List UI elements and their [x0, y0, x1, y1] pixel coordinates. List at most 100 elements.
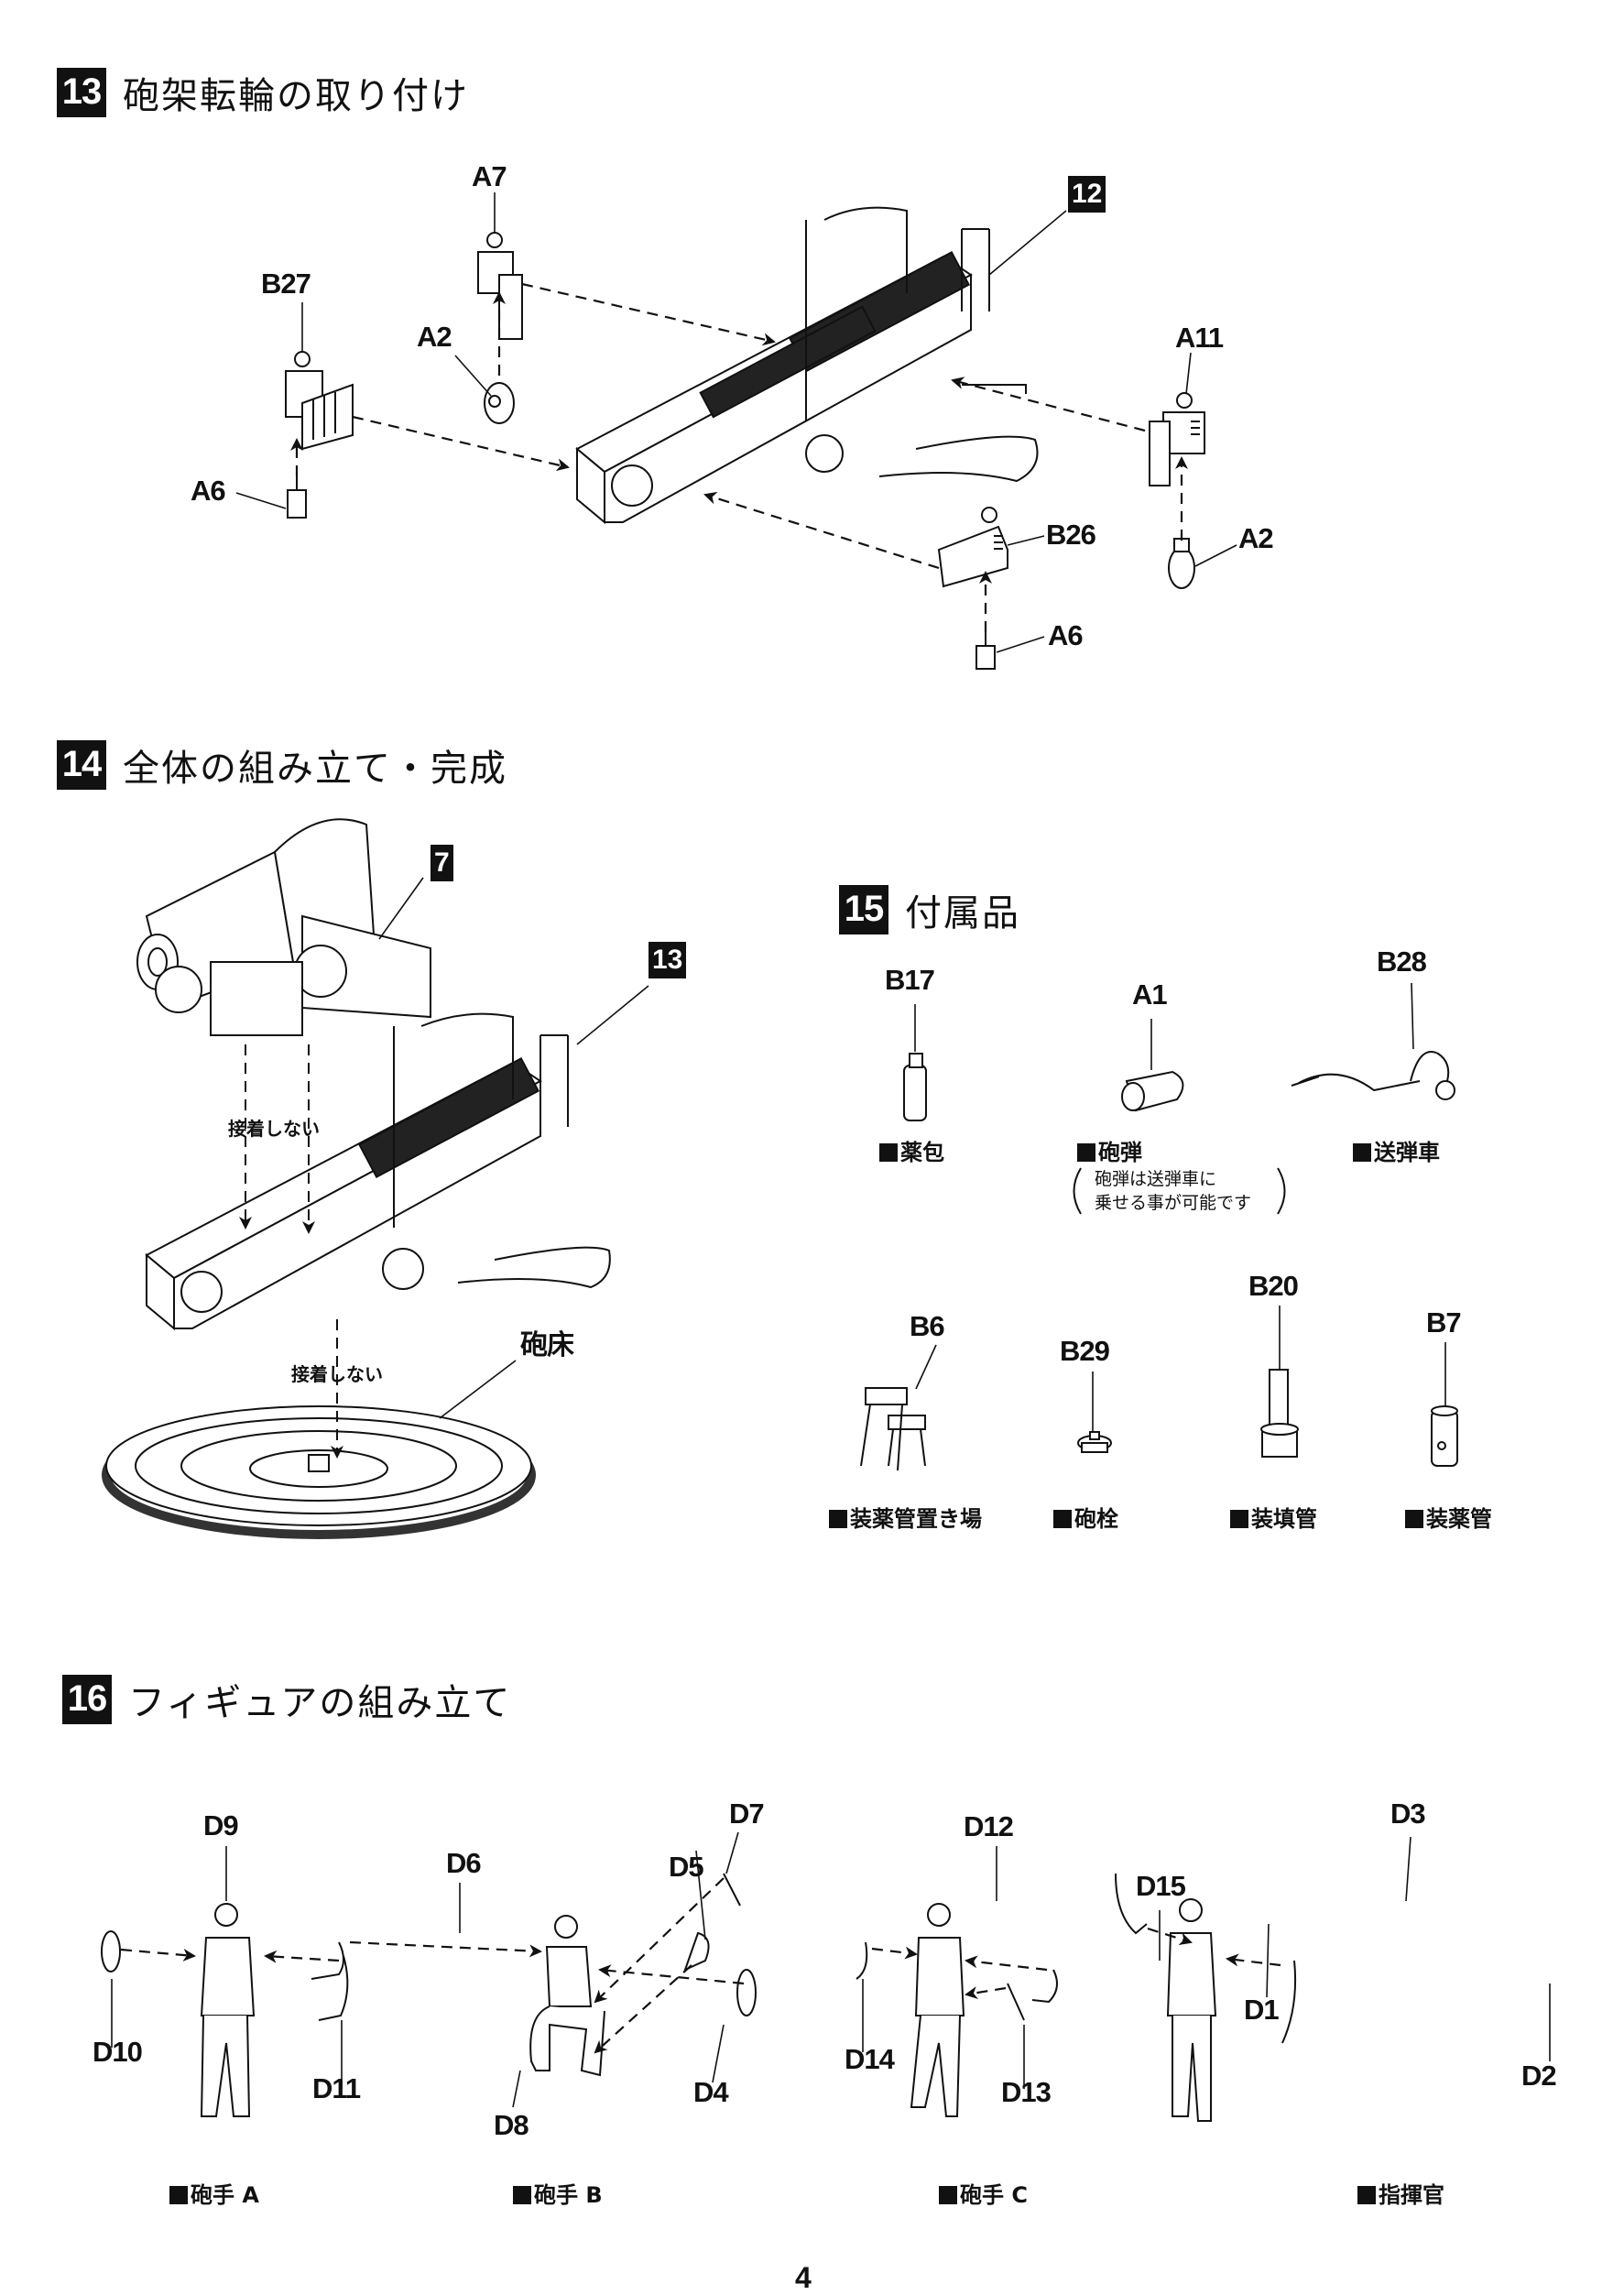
part-label: B7	[1426, 1306, 1462, 1339]
part-label: B28	[1377, 945, 1427, 978]
figure-caption: 砲手 C	[939, 2177, 1028, 2209]
step-number: 16	[62, 1675, 112, 1724]
step-title: フィギュアの組み立て	[128, 1682, 512, 1724]
part-label: A2	[417, 321, 452, 353]
part-label: D2	[1521, 2060, 1557, 2092]
figure-gunner-a-drawing	[101, 1903, 349, 2117]
turntable-platform-drawing	[102, 1405, 536, 1539]
part-a11-drawing	[1149, 392, 1205, 486]
caption-text: 砲手 B	[534, 2182, 603, 2208]
part-b28-drawing	[1291, 1051, 1455, 1100]
bullet-square-icon	[1353, 1143, 1371, 1162]
part-a6-left-drawing	[287, 476, 307, 519]
step-reference-badge: 7	[431, 845, 453, 881]
caption-text: 薬包	[900, 1140, 944, 1165]
accessory-caption: 装填管	[1230, 1501, 1317, 1533]
part-label: B29	[1060, 1335, 1110, 1367]
step-14-diagram	[102, 818, 649, 1539]
no-glue-note: 接着しない	[291, 1363, 383, 1385]
part-a2-wheel-left-drawing	[484, 382, 515, 424]
step-13-header: 13 砲架転輪の取り付け	[57, 66, 469, 119]
part-label: D8	[494, 2109, 529, 2141]
figure-caption: 砲手 A	[169, 2177, 259, 2209]
accessory-caption: 装薬管置き場	[829, 1501, 982, 1533]
caption-text: 装薬管	[1426, 1506, 1492, 1532]
gun-carriage-drawing	[575, 206, 1039, 525]
part-label: D13	[1001, 2076, 1052, 2108]
page-number: 4	[795, 2261, 812, 2294]
part-label: D6	[446, 1847, 482, 1879]
caption-text: 砲栓	[1074, 1506, 1118, 1532]
part-label: A2	[1238, 522, 1274, 554]
part-label: B6	[910, 1310, 945, 1342]
bullet-square-icon	[829, 1510, 847, 1528]
figure-gunner-b-drawing	[311, 1873, 757, 2077]
bullet-square-icon	[513, 2186, 531, 2204]
no-glue-note: 接着しない	[228, 1118, 320, 1140]
part-label: D5	[669, 1851, 704, 1883]
note-brackets	[1073, 1167, 1286, 1215]
part-label: A7	[472, 160, 507, 192]
figure-caption: 指揮官	[1357, 2177, 1444, 2209]
bullet-square-icon	[1405, 1510, 1423, 1528]
shell-note-line-1: 砲弾は送弾車に	[1095, 1169, 1217, 1189]
part-label: B20	[1248, 1270, 1299, 1302]
step-16-header: 16 フィギュアの組み立て	[62, 1673, 511, 1726]
part-label: D10	[93, 2036, 143, 2068]
part-label: D3	[1390, 1798, 1426, 1830]
part-label: D11	[312, 2072, 361, 2104]
part-a7-drawing	[477, 232, 523, 340]
step-13-diagram	[235, 192, 1237, 670]
part-label: A6	[191, 475, 226, 507]
part-label: B27	[261, 268, 311, 300]
part-label: D1	[1244, 1994, 1280, 2026]
part-label: A1	[1132, 978, 1168, 1011]
step-15-header: 15 付属品	[839, 883, 1020, 936]
bullet-square-icon	[1230, 1510, 1248, 1528]
step-reference-badge: 12	[1068, 176, 1106, 213]
bullet-square-icon	[1077, 1143, 1095, 1162]
caption-text: 指揮官	[1379, 2182, 1444, 2208]
part-b7-drawing	[1431, 1405, 1458, 1467]
figure-gunner-c-drawing	[856, 1903, 1058, 2117]
part-label: D7	[729, 1798, 765, 1830]
bullet-square-icon	[1357, 2186, 1376, 2204]
gun-assembly-drawing	[136, 818, 431, 1036]
caption-text: 装填管	[1251, 1506, 1317, 1532]
caption-text: 砲手 C	[960, 2182, 1028, 2208]
step-14-header: 14 全体の組み立て・完成	[57, 738, 507, 792]
part-b29-drawing	[1077, 1431, 1112, 1453]
caption-text: 砲手 A	[191, 2182, 259, 2208]
step-title: 砲架転輪の取り付け	[123, 75, 469, 117]
part-a1-drawing	[1121, 1070, 1184, 1112]
step-title: 全体の組み立て・完成	[123, 748, 507, 790]
step-reference-badge: 13	[649, 942, 687, 978]
platform-label: 砲床	[520, 1329, 574, 1361]
figure-caption: 砲手 B	[513, 2177, 603, 2209]
part-a6-right-drawing	[975, 632, 996, 670]
step-number: 14	[57, 740, 106, 790]
part-label: B17	[885, 964, 935, 996]
shell-note-line-2: 乗せる事が可能です	[1095, 1193, 1252, 1213]
part-b6-drawing	[860, 1387, 926, 1471]
caption-text: 送弾車	[1374, 1140, 1440, 1165]
caption-text: 装薬管置き場	[850, 1506, 982, 1532]
part-label: A6	[1048, 619, 1084, 651]
part-label: D12	[964, 1810, 1014, 1842]
part-b17-drawing	[903, 1053, 927, 1121]
caption-text: 砲弾	[1098, 1140, 1142, 1165]
part-label: B26	[1046, 519, 1096, 551]
bullet-square-icon	[879, 1143, 898, 1162]
part-label: D14	[845, 2043, 895, 2075]
part-b20-drawing	[1260, 1369, 1299, 1458]
bullet-square-icon	[939, 2186, 957, 2204]
bullet-square-icon	[169, 2186, 188, 2204]
accessory-caption: 砲弾	[1077, 1134, 1142, 1166]
accessory-caption: 砲栓	[1053, 1501, 1118, 1533]
part-label: D4	[693, 2076, 729, 2108]
accessory-caption: 装薬管	[1405, 1501, 1492, 1533]
step-16-diagram	[101, 1831, 1551, 2122]
step-number: 13	[57, 68, 106, 117]
accessory-caption: 薬包	[879, 1134, 944, 1166]
part-label: A11	[1175, 322, 1224, 354]
